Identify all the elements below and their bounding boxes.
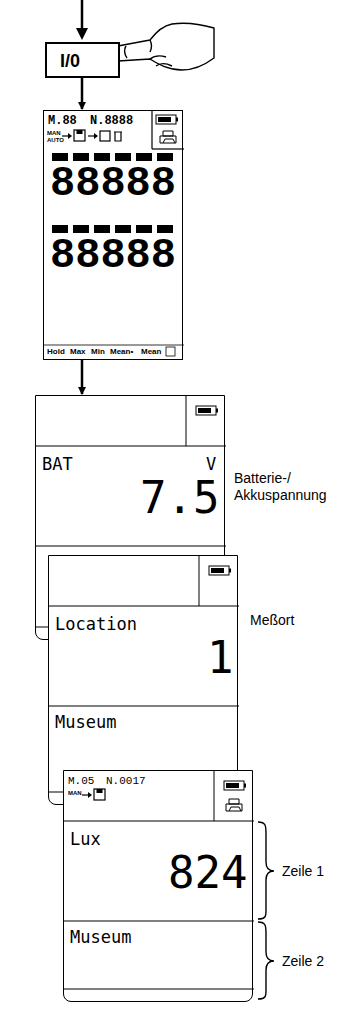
annotation-label: Batterie-/ Akkuspannung [234, 470, 352, 504]
display-text: Min [91, 348, 105, 356]
display-text: Museum [70, 929, 131, 946]
display-text: Hold [47, 348, 65, 356]
display-text: BAT [42, 456, 73, 473]
display-text: M.88 [48, 115, 77, 127]
annotation-label: Meßort [250, 612, 350, 629]
annotation-label: Zeile 2 [282, 953, 352, 970]
display-icons [49, 556, 239, 806]
flow-arrow [81, 78, 84, 109]
flow-arrow [81, 360, 84, 394]
display-text: V [206, 456, 216, 473]
hand [112, 23, 214, 70]
display-text: Location [55, 616, 137, 633]
display-text: N.0017 [106, 776, 146, 787]
display-text: I/0 [60, 52, 80, 70]
display-screen: M.05 N.0017MAN Lux 824Museum [63, 770, 253, 1002]
display-text: Mean• [110, 348, 133, 356]
input-arrow [81, 0, 84, 30]
display-text: 1 [207, 636, 234, 680]
display-text: Lux [70, 831, 101, 848]
annotation-label: Zeile 1 [282, 863, 352, 880]
input-arrowhead [76, 28, 88, 40]
display-text: 88888 [50, 235, 176, 277]
display-screen: Location 1Museum [48, 555, 238, 805]
display-text: MAN [47, 130, 61, 136]
display-text: 824 [168, 851, 247, 895]
display-text: 88888 [50, 163, 176, 205]
bracket [258, 922, 274, 999]
display-text: Museum [55, 714, 116, 731]
display-text: N.8888 [90, 115, 133, 127]
display-text: 7.5 [140, 476, 219, 520]
display-text: AUTO [47, 137, 64, 143]
display-text: MAN [68, 790, 82, 796]
bracket [258, 822, 274, 919]
power-button: I/0 [45, 42, 120, 78]
lcd-display: M.88 N.8888MANAUTO 88888 88888Hold Max Min Mea… [43, 110, 183, 360]
display-text: M.05 [68, 776, 94, 787]
display-text: Max [70, 348, 86, 356]
display-text: Mean [141, 348, 161, 356]
